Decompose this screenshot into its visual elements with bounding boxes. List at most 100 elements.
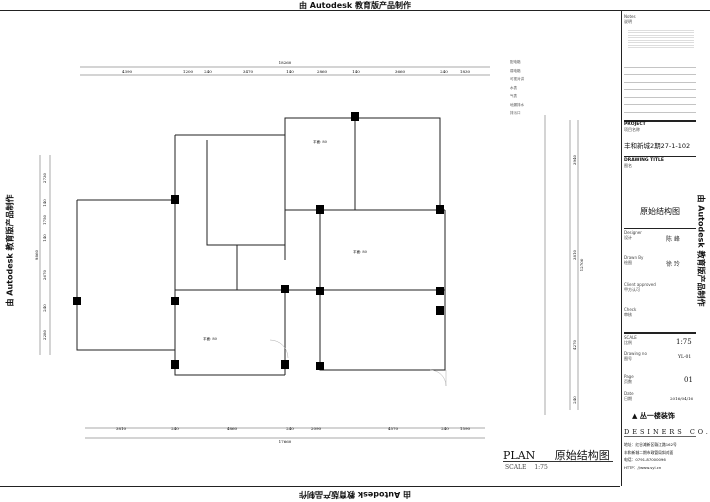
scale-value: 1:75 — [534, 464, 548, 471]
company-address: 地址：红谷滩新区赣江路162号 — [624, 442, 677, 447]
check-label-cn: 审核 — [624, 312, 632, 317]
dim-right: 3810 — [572, 249, 577, 260]
drawing-no-label: Drawing no — [624, 351, 647, 356]
drawing-title-label-cn: 图名 — [624, 163, 632, 168]
dim-top: 1830 — [460, 69, 471, 74]
dim-left: 140 — [42, 234, 47, 242]
legend-item: 水表 — [510, 85, 517, 90]
dim-left: 2670 — [42, 269, 47, 280]
check-label: Check — [624, 307, 637, 312]
watermark-top: 由 Autodesk 教育版产品制作 — [298, 1, 411, 10]
dim-top-total: 18260 — [279, 60, 292, 65]
door-swings — [269, 339, 447, 387]
dim-left: 1750 — [42, 214, 47, 225]
room-label: 平面: 80 — [203, 336, 217, 341]
plan-title-underline — [503, 461, 613, 462]
project-name: 丰和新城2期27-1-102 — [624, 142, 691, 150]
drawing-title: 原始结构图 — [640, 207, 680, 216]
dim-right: 3940 — [572, 154, 577, 165]
legend: 配电箱 弱电箱 可视对讲 水表 气表 地漏排水 排污口 — [510, 58, 524, 118]
dim-right: 4270 — [572, 339, 577, 350]
title-block: Notes 说明 PROJECT 项目名称 丰和新城2期27-1-102 DRA… — [624, 10, 708, 480]
logo-icon: ▲ — [632, 412, 638, 420]
plan-title-cn: 原始结构图 — [554, 449, 610, 462]
dim-top: 1200 — [183, 69, 194, 74]
structural-columns — [73, 112, 444, 370]
dim-bottom: 1590 — [460, 426, 471, 431]
dim-left: 240 — [42, 304, 47, 312]
dim-bottom: 240 — [171, 426, 179, 431]
dim-left: 2730 — [42, 172, 47, 183]
dim-top: 2860 — [317, 69, 328, 74]
drawn-label: Drawn By — [624, 255, 644, 260]
bottom-border — [0, 486, 620, 487]
legend-item: 可视对讲 — [510, 77, 524, 81]
dim-bottom-total: 17660 — [279, 439, 292, 444]
dim-top: 240 — [204, 69, 212, 74]
floor-plan: 18260 4390 1200 240 3470 140 2860 140 36… — [34, 60, 584, 444]
dim-top: 4390 — [122, 69, 133, 74]
room-label: 平面: 80 — [313, 139, 327, 144]
legend-item: 地漏排水 — [510, 102, 524, 107]
legend-item: 排污口 — [510, 111, 521, 115]
dim-top: 140 — [352, 69, 360, 74]
scale-label: SCALE — [505, 464, 527, 471]
dim-top: 3660 — [395, 69, 406, 74]
plan-scale: SCALE 1:75 — [505, 464, 548, 471]
divider — [624, 228, 696, 229]
divider — [624, 436, 696, 437]
company-name: DESINERS CO. — [624, 428, 710, 436]
plan-title: PLAN 原始结构图 — [503, 447, 610, 463]
company-address-2: 丰和新城二期市政管局斜对面 — [624, 449, 674, 455]
title-block-border — [621, 10, 622, 486]
company-website: HTTP：//www.syl.cn — [624, 464, 662, 470]
dim-right: 240 — [572, 396, 577, 404]
walls — [76, 117, 446, 376]
divider — [624, 120, 696, 122]
date-value: 2016/04/16 — [670, 396, 694, 401]
dim-bottom: 2090 — [311, 426, 322, 431]
top-border — [0, 10, 710, 11]
company-logo-text: 丛一楼装饰 — [639, 412, 675, 420]
notes-label-cn: 说明 — [624, 19, 632, 24]
dim-bottom: 240 — [286, 426, 294, 431]
drawn-label-cn: 绘图 — [624, 260, 632, 265]
designer-label: Designer — [624, 230, 642, 235]
dim-left: 140 — [42, 199, 47, 207]
dim-bottom: 3810 — [116, 426, 127, 431]
revision-table — [624, 60, 696, 118]
scale-label: SCALE — [624, 335, 637, 340]
page-label-cn: 页数 — [624, 379, 632, 384]
dim-top: 140 — [286, 69, 294, 74]
company-contact: 地址：红谷滩新区赣江路162号 丰和新城二期市政管局斜对面 电话：0791-87… — [624, 441, 677, 471]
client-label-cn: 甲方认可 — [624, 287, 640, 292]
divider — [624, 156, 696, 157]
dim-bottom: 4860 — [227, 426, 238, 431]
drawing-no: YL-01 — [678, 355, 692, 360]
project-label-cn: 项目名称 — [624, 127, 640, 132]
project-label: PROJECT — [624, 122, 646, 127]
drawing-title-label: DRAWING TITLE — [624, 158, 664, 163]
date-label: Date — [624, 391, 634, 396]
scale-label-cn: 比例 — [624, 340, 632, 345]
dim-right-total: 12700 — [579, 258, 584, 271]
dimension-lines — [39, 66, 579, 439]
divider — [624, 332, 696, 334]
plan-title-en: PLAN — [503, 449, 536, 462]
company-phone: 电话：0791-87000096 — [624, 457, 666, 462]
drawn-name: 徐 玲 — [666, 261, 680, 268]
legend-item: 配电箱 — [510, 60, 521, 64]
dim-left-total: 9860 — [34, 249, 39, 260]
designer-name: 陈 峰 — [666, 236, 680, 243]
legend-item: 气表 — [510, 94, 517, 98]
client-label: Client approved — [624, 282, 656, 287]
drawing-no-label-cn: 图号 — [624, 356, 632, 361]
page-label: Page — [624, 374, 634, 379]
dim-left: 2280 — [42, 329, 47, 340]
legend-item: 弱电箱 — [510, 68, 521, 73]
designer-label-cn: 设计 — [624, 235, 632, 240]
room-label: 平面: 80 — [353, 249, 367, 254]
page-number: 01 — [684, 376, 693, 384]
notes-text — [628, 28, 694, 50]
notes-label: Notes — [624, 14, 636, 19]
